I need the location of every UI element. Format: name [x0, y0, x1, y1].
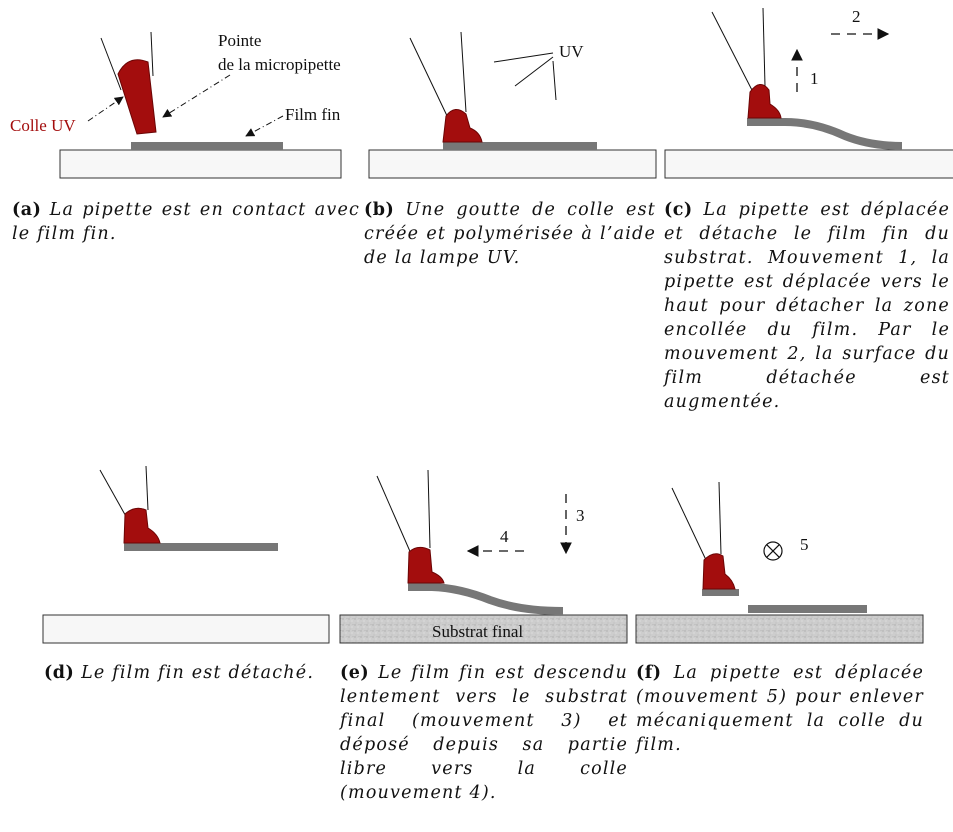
thin-film — [131, 142, 283, 150]
thin-film-peeled — [747, 118, 903, 150]
caption-e-tag: (e) — [340, 663, 370, 683]
caption-a-text: La pipette est en contact avec le film f… — [12, 200, 361, 244]
movement-5-symbol — [763, 541, 783, 561]
caption-b: (b) Une goutte de colle est créée et pol… — [364, 198, 656, 270]
thin-film — [124, 543, 278, 551]
pipette-edge — [460, 31, 467, 113]
uv-ray — [493, 52, 554, 63]
panel-e: Substrat final 3 4 — [339, 469, 628, 644]
pipette-edge — [762, 7, 766, 87]
caption-c-text: La pipette est déplacée et détache le fi… — [664, 200, 950, 412]
movement-3-label: 3 — [576, 506, 585, 525]
uv-ray — [552, 60, 557, 101]
movement-4-label: 4 — [500, 527, 509, 546]
label-colle-uv: Colle UV — [10, 116, 76, 135]
caption-e-text: Le film fin est descendu lentement vers … — [340, 663, 629, 803]
label-uv: UV — [559, 42, 584, 61]
pipette-edge — [671, 487, 707, 561]
label-substrat-final: Substrat final — [432, 622, 523, 641]
panel-b: UV — [368, 31, 657, 179]
final-substrate — [635, 614, 924, 644]
caption-c: (c) La pipette est déplacée et détache l… — [664, 198, 950, 414]
pipette-edge — [427, 469, 431, 549]
panel-f: 5 — [635, 481, 924, 644]
caption-b-tag: (b) — [364, 200, 395, 220]
pointer-arrow — [87, 96, 124, 122]
glue-drop — [747, 84, 782, 119]
caption-d-text: Le film fin est détaché. — [81, 663, 315, 683]
pipette-edge — [409, 37, 450, 121]
pipette-edge — [145, 465, 149, 511]
pipette-edge — [711, 11, 756, 97]
caption-c-tag: (c) — [664, 200, 693, 220]
thin-film — [748, 605, 867, 613]
substrate — [59, 149, 342, 179]
panel-c: 1 2 — [664, 7, 953, 179]
pipette-edge — [376, 475, 413, 557]
glue-drop — [407, 546, 445, 584]
pipette-edge — [150, 31, 154, 77]
caption-d: (d) Le film fin est détaché. — [44, 661, 334, 685]
caption-a-tag: (a) — [12, 200, 42, 220]
label-pointe: Pointe — [218, 31, 261, 50]
movement-5-label: 5 — [800, 535, 809, 554]
caption-a: (a) La pipette est en contact avec le fi… — [12, 198, 360, 246]
pipette-edge — [100, 37, 122, 91]
pointer-arrow — [245, 115, 284, 137]
pointer-arrow — [162, 74, 231, 118]
caption-d-tag: (d) — [44, 663, 75, 683]
final-substrate — [339, 614, 628, 644]
pipette-edge — [99, 469, 129, 521]
thin-film — [443, 142, 597, 150]
uv-ray — [514, 56, 554, 87]
substrate — [664, 149, 953, 179]
pipette-edge — [718, 481, 722, 555]
label-film-fin: Film fin — [285, 105, 341, 124]
caption-e: (e) Le film fin est descendu lentement v… — [340, 661, 628, 805]
glue-drop — [117, 59, 157, 135]
panel-d — [42, 465, 330, 644]
movement-1-label: 1 — [810, 69, 819, 88]
glue-drop — [702, 553, 736, 590]
film-fragment — [702, 589, 739, 596]
caption-f-tag: (f) — [636, 663, 662, 683]
thin-film-lowered — [408, 583, 564, 615]
glue-drop — [442, 109, 483, 143]
glue-drop — [123, 507, 161, 544]
substrate — [368, 149, 657, 179]
movement-2-label: 2 — [852, 7, 861, 26]
caption-f: (f) La pipette est déplacée (mouvement 5… — [636, 661, 924, 757]
panel-a: Pointe de la micropipette Colle UV Film … — [10, 31, 342, 179]
label-micropipette: de la micropipette — [218, 55, 341, 74]
caption-b-text: Une goutte de colle est créée et polymér… — [364, 200, 656, 268]
process-diagram: Pointe de la micropipette Colle UV Film … — [10, 7, 953, 644]
substrate — [42, 614, 330, 644]
caption-f-text: La pipette est déplacée (mouvement 5) po… — [636, 663, 924, 755]
